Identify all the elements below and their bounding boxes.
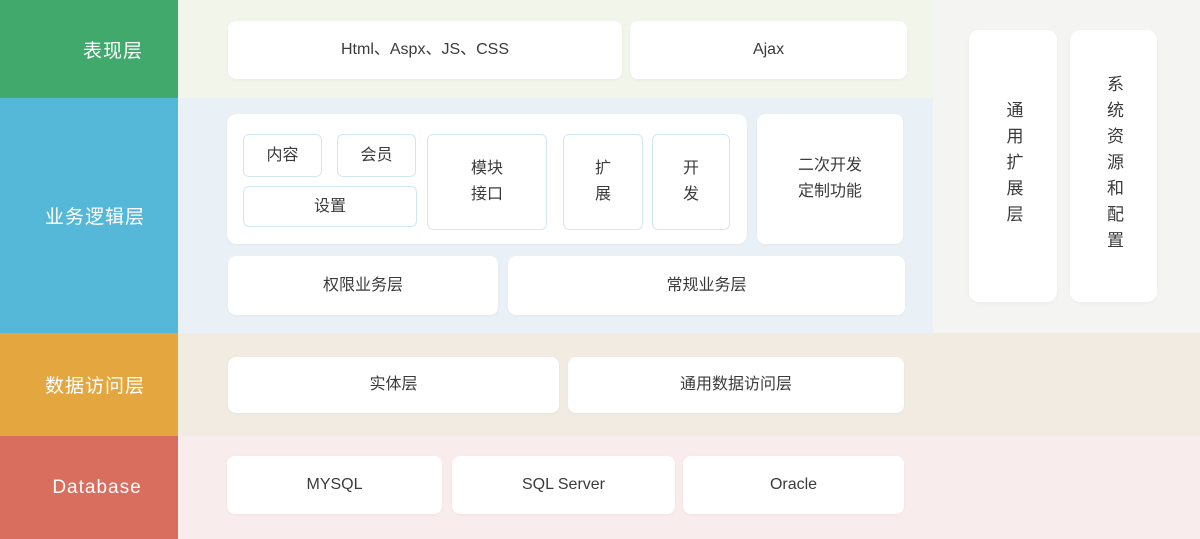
box-general-data-access-layer: 通用数据访问层 xyxy=(568,357,904,413)
panel-system-resources: 系统资源和配置 xyxy=(1070,30,1157,302)
layer-label-database: Database xyxy=(0,436,178,539)
box-oracle: Oracle xyxy=(683,456,904,514)
layer-label-business-logic: 业务逻辑层 xyxy=(0,98,178,333)
box-entity-layer: 实体层 xyxy=(228,357,559,413)
panel-universal-extension-label: 通用扩展层 xyxy=(1003,101,1023,231)
panel-universal-extension: 通用扩展层 xyxy=(969,30,1057,302)
box-permission-business-layer: 权限业务层 xyxy=(228,256,498,315)
box-module-interface: 模块 接口 xyxy=(427,134,547,230)
panel-system-resources-label: 系统资源和配置 xyxy=(1104,75,1123,257)
layer-label-data-access: 数据访问层 xyxy=(0,333,178,436)
box-ajax: Ajax xyxy=(630,21,907,79)
box-sqlserver: SQL Server xyxy=(452,456,675,514)
box-general-business-layer: 常规业务层 xyxy=(508,256,905,315)
box-mysql: MYSQL xyxy=(227,456,442,514)
box-content-module: 内容 xyxy=(243,134,322,177)
box-extension-module: 扩 展 xyxy=(563,134,643,230)
business-modules-container: 内容 会员 设置 模块 接口 扩 展 开 发 xyxy=(227,114,747,244)
box-member-module: 会员 xyxy=(337,134,416,177)
layer-label-presentation: 表现层 xyxy=(0,0,178,98)
box-custom-development: 二次开发 定制功能 xyxy=(757,114,903,244)
box-web-technologies: Html、Aspx、JS、CSS xyxy=(228,21,622,79)
box-development-module: 开 发 xyxy=(652,134,730,230)
box-settings-module: 设置 xyxy=(243,186,417,227)
